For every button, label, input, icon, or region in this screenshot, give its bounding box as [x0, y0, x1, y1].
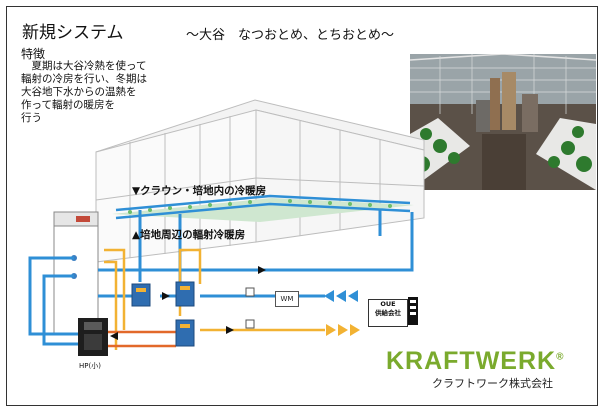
- features-line: 大谷地下水からの温熱を: [21, 86, 137, 98]
- bed-pipes: [115, 194, 411, 220]
- supplier-label: 供給会社: [375, 309, 401, 317]
- company-name: クラフトワーク株式会社: [432, 377, 553, 390]
- hot-supply-arrows: [326, 324, 360, 336]
- supplier-box: OUE 供給会社: [368, 299, 408, 327]
- heat-pump-label: HP(小): [79, 362, 101, 370]
- features-text: 夏期は大谷冷熱を使って 輻射の冷房を行い、冬期は 大谷地下水からの温熱を 作って…: [21, 60, 173, 125]
- water-meter-box: WM: [275, 291, 299, 307]
- perimeter-label: ▲培地周辺の輻射冷暖房: [132, 229, 246, 241]
- storage-tank: [53, 211, 99, 335]
- features-line: 行う: [21, 112, 42, 124]
- supplier-building-icon: [408, 297, 418, 325]
- features-line: 夏期は大谷冷熱を使って: [21, 60, 147, 72]
- features-line: 輻射の冷房を行い、冬期は: [21, 73, 147, 85]
- kraftwerk-logo: KRAFTWERK®: [386, 347, 564, 376]
- crown-bed-label: ▼クラウン・培地内の冷暖房: [132, 185, 267, 197]
- logo-text: KRAFTWERK: [386, 347, 557, 375]
- supplier-name: OUE: [380, 300, 396, 308]
- registered-mark: ®: [556, 351, 565, 363]
- flow-arrows: [110, 266, 266, 340]
- growing-beds: [112, 198, 414, 222]
- greenhouse-photo: [410, 54, 596, 190]
- heat-pump: [78, 318, 108, 356]
- features-heading: 特徴: [21, 47, 46, 61]
- slide-subtitle: ～大谷 なつおとめ、とちおとめ～: [186, 28, 395, 43]
- slide-title: 新規システム: [22, 23, 124, 43]
- return-lines: [108, 330, 176, 348]
- cold-supply-arrows: [324, 290, 358, 302]
- features-line: 作って輻射の暖房を: [21, 99, 115, 111]
- valves: [245, 287, 255, 329]
